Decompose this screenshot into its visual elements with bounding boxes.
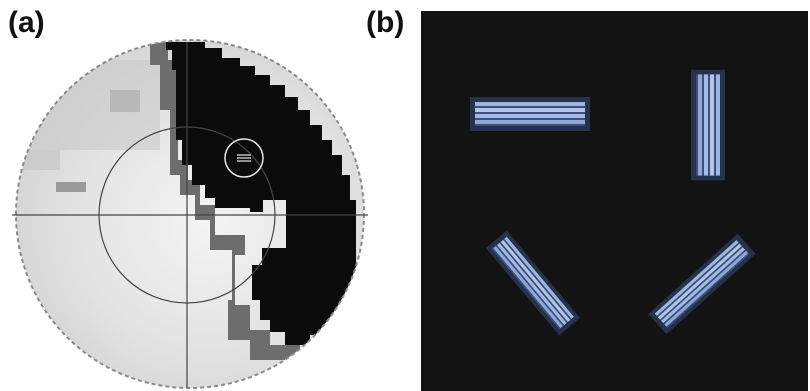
- grating-stimuli-panel: [421, 11, 808, 391]
- field-map-gray-patch: [110, 90, 140, 112]
- field-boundary-circle: [15, 39, 365, 389]
- field-grid: [12, 42, 368, 388]
- circle-with-grating-icon: [224, 138, 264, 178]
- field-map-gray-patch: [20, 150, 60, 170]
- striped-bar-icon: [485, 230, 581, 336]
- field-map-dark-region: [166, 42, 356, 345]
- striped-bar-icon: [470, 97, 590, 131]
- panel-a-label: (a): [8, 6, 45, 39]
- field-map-gray-patch: [56, 182, 86, 192]
- striped-bar-icon: [648, 233, 756, 335]
- visual-field-map-panel: [0, 0, 380, 391]
- panel-b-label: (b): [366, 6, 405, 39]
- field-map-gray-band: [150, 42, 300, 360]
- field-map-content: [16, 40, 364, 388]
- grating-stimuli-display: [470, 69, 756, 336]
- field-map-gray-patch: [30, 60, 160, 150]
- visual-field-map: [12, 39, 368, 389]
- striped-bar-icon: [691, 69, 725, 181]
